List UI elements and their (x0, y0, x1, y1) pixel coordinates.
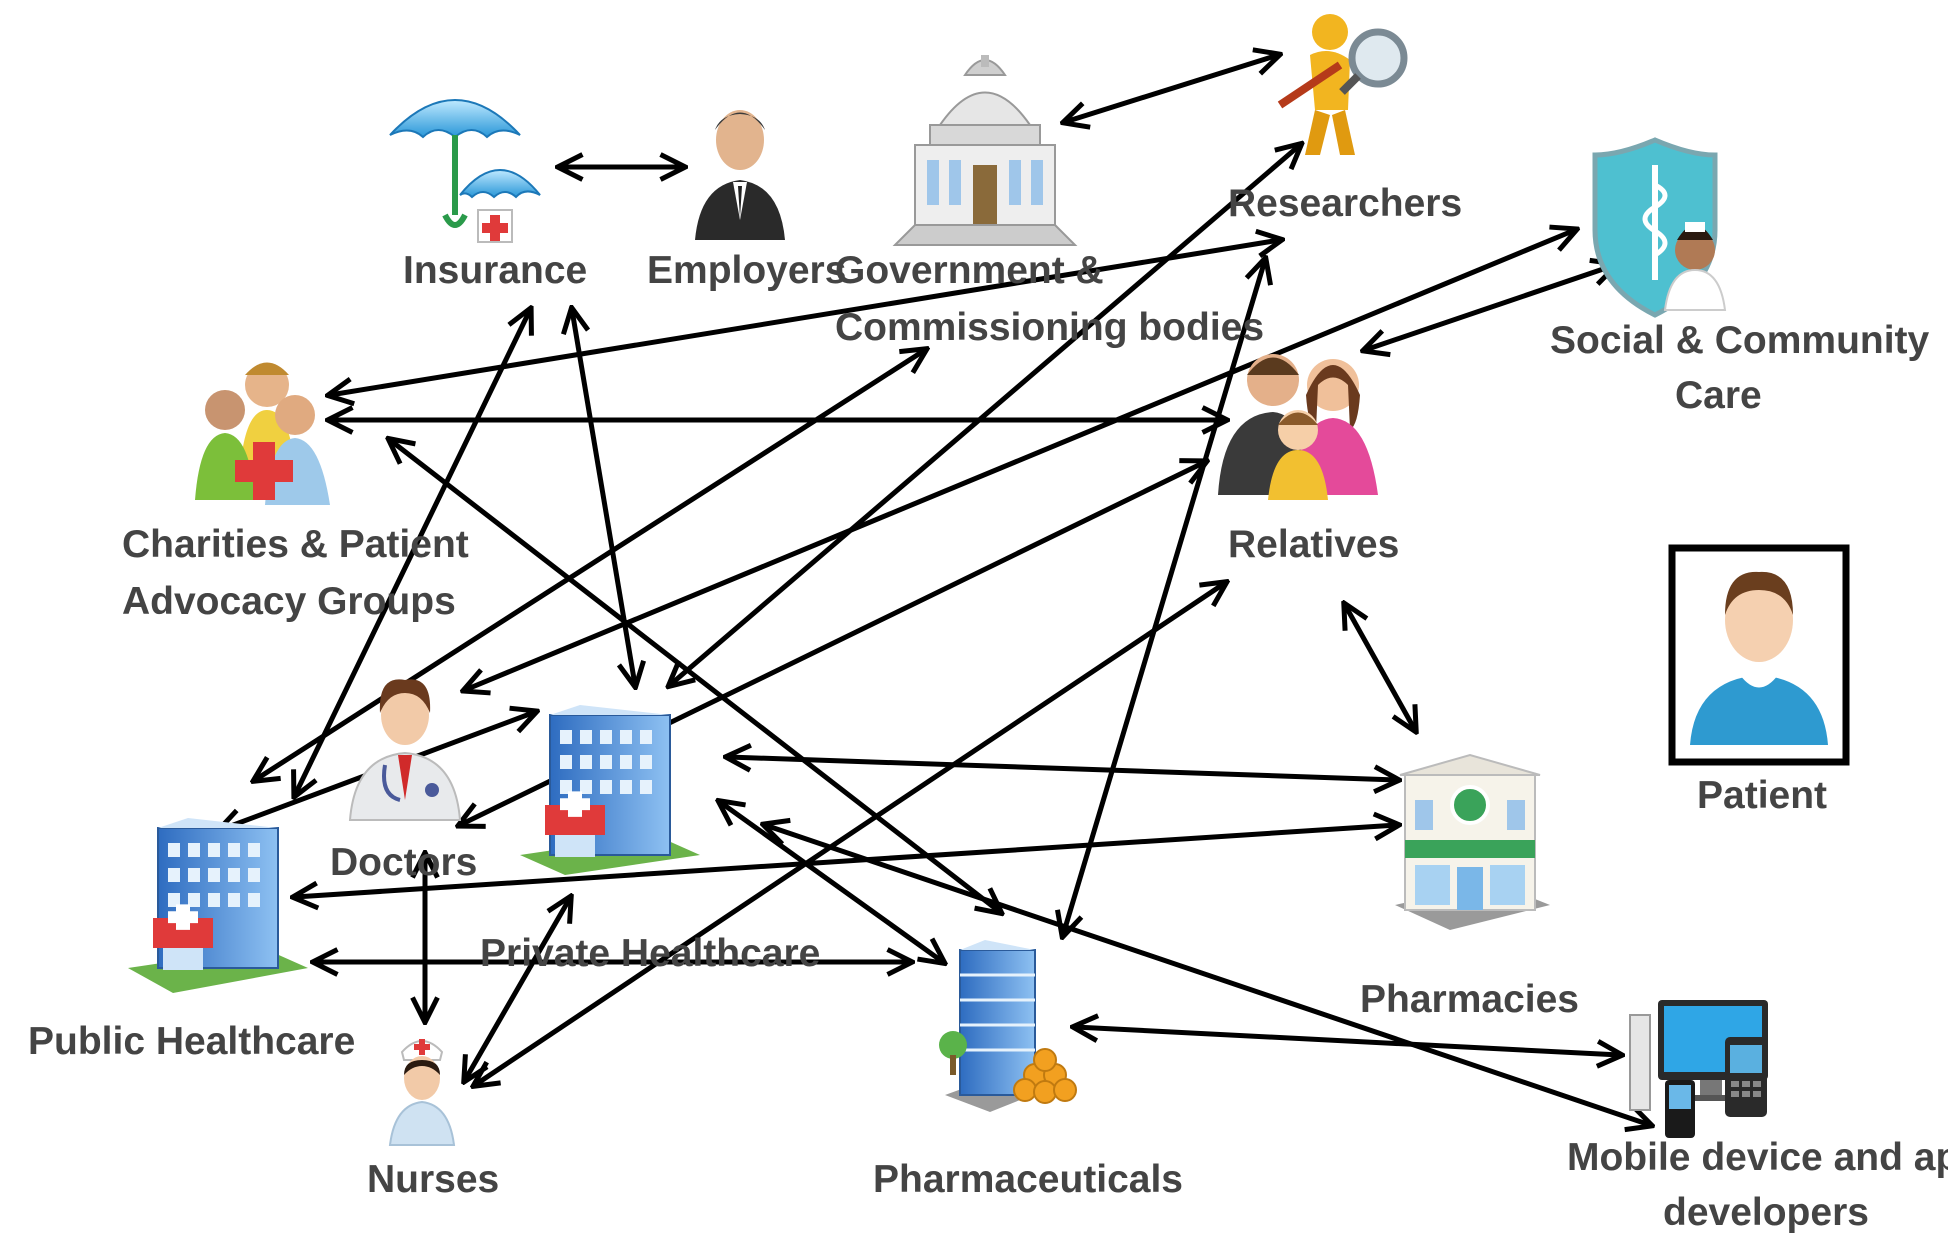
doctor-icon (348, 679, 462, 821)
devices-icon (1629, 1000, 1768, 1138)
family-icon (1218, 354, 1378, 500)
arrow-charities-pharmaceuticals (390, 440, 1000, 912)
hospital-building-icon (520, 705, 700, 875)
patient-label: Patient (1697, 774, 1827, 817)
magnifier-figure-icon (1277, 14, 1408, 155)
arrow-insurance-private (572, 310, 635, 685)
nurse-icon (388, 1039, 456, 1146)
social-care-label-line2: Care (1675, 374, 1762, 417)
pharmacies-label: Pharmacies (1360, 978, 1579, 1021)
arrow-pharmaceuticals-mobile (1075, 1027, 1620, 1055)
government-label-line2: Commissioning bodies (835, 306, 1264, 349)
arrow-relatives-pharmacies (1345, 605, 1415, 730)
insurance-label: Insurance (403, 249, 587, 292)
arrow-doctors-social-care (465, 230, 1575, 690)
group-red-cross-icon (195, 362, 330, 505)
social-care-label-line1: Social & Community (1550, 319, 1930, 362)
doctors-label: Doctors (330, 841, 477, 884)
arrow-nurses-private (465, 898, 570, 1080)
employers-label: Employers (647, 249, 846, 292)
medical-shield-nurse-icon (1592, 137, 1727, 318)
government-label-line1: Government & (835, 249, 1104, 292)
office-tower-icon (939, 940, 1077, 1112)
arrow-private-mobile (765, 825, 1650, 1125)
researchers-label: Researchers (1228, 182, 1462, 225)
pharmacy-store-icon (1395, 753, 1550, 930)
umbrella-icon (389, 99, 541, 243)
relatives-label: Relatives (1228, 523, 1399, 566)
public-healthcare-label: Public Healthcare (28, 1020, 355, 1063)
capitol-building-icon (892, 55, 1078, 246)
mobile-label-line2: developers (1663, 1191, 1869, 1234)
private-healthcare-label: Private Healthcare (480, 932, 820, 975)
hospital-building-icon (128, 818, 308, 993)
nurses-label: Nurses (367, 1158, 499, 1201)
node-labels: Insurance Employers Government & Commiss… (28, 182, 1948, 1234)
charities-label-line2: Advocacy Groups (122, 580, 456, 623)
businessman-icon (695, 110, 785, 240)
pharmaceuticals-label: Pharmaceuticals (873, 1158, 1183, 1201)
arrow-government-researchers (1065, 55, 1278, 122)
person-icon (1690, 571, 1828, 745)
charities-label-line1: Charities & Patient (122, 523, 469, 566)
mobile-label-line1: Mobile device and app (1567, 1136, 1948, 1179)
